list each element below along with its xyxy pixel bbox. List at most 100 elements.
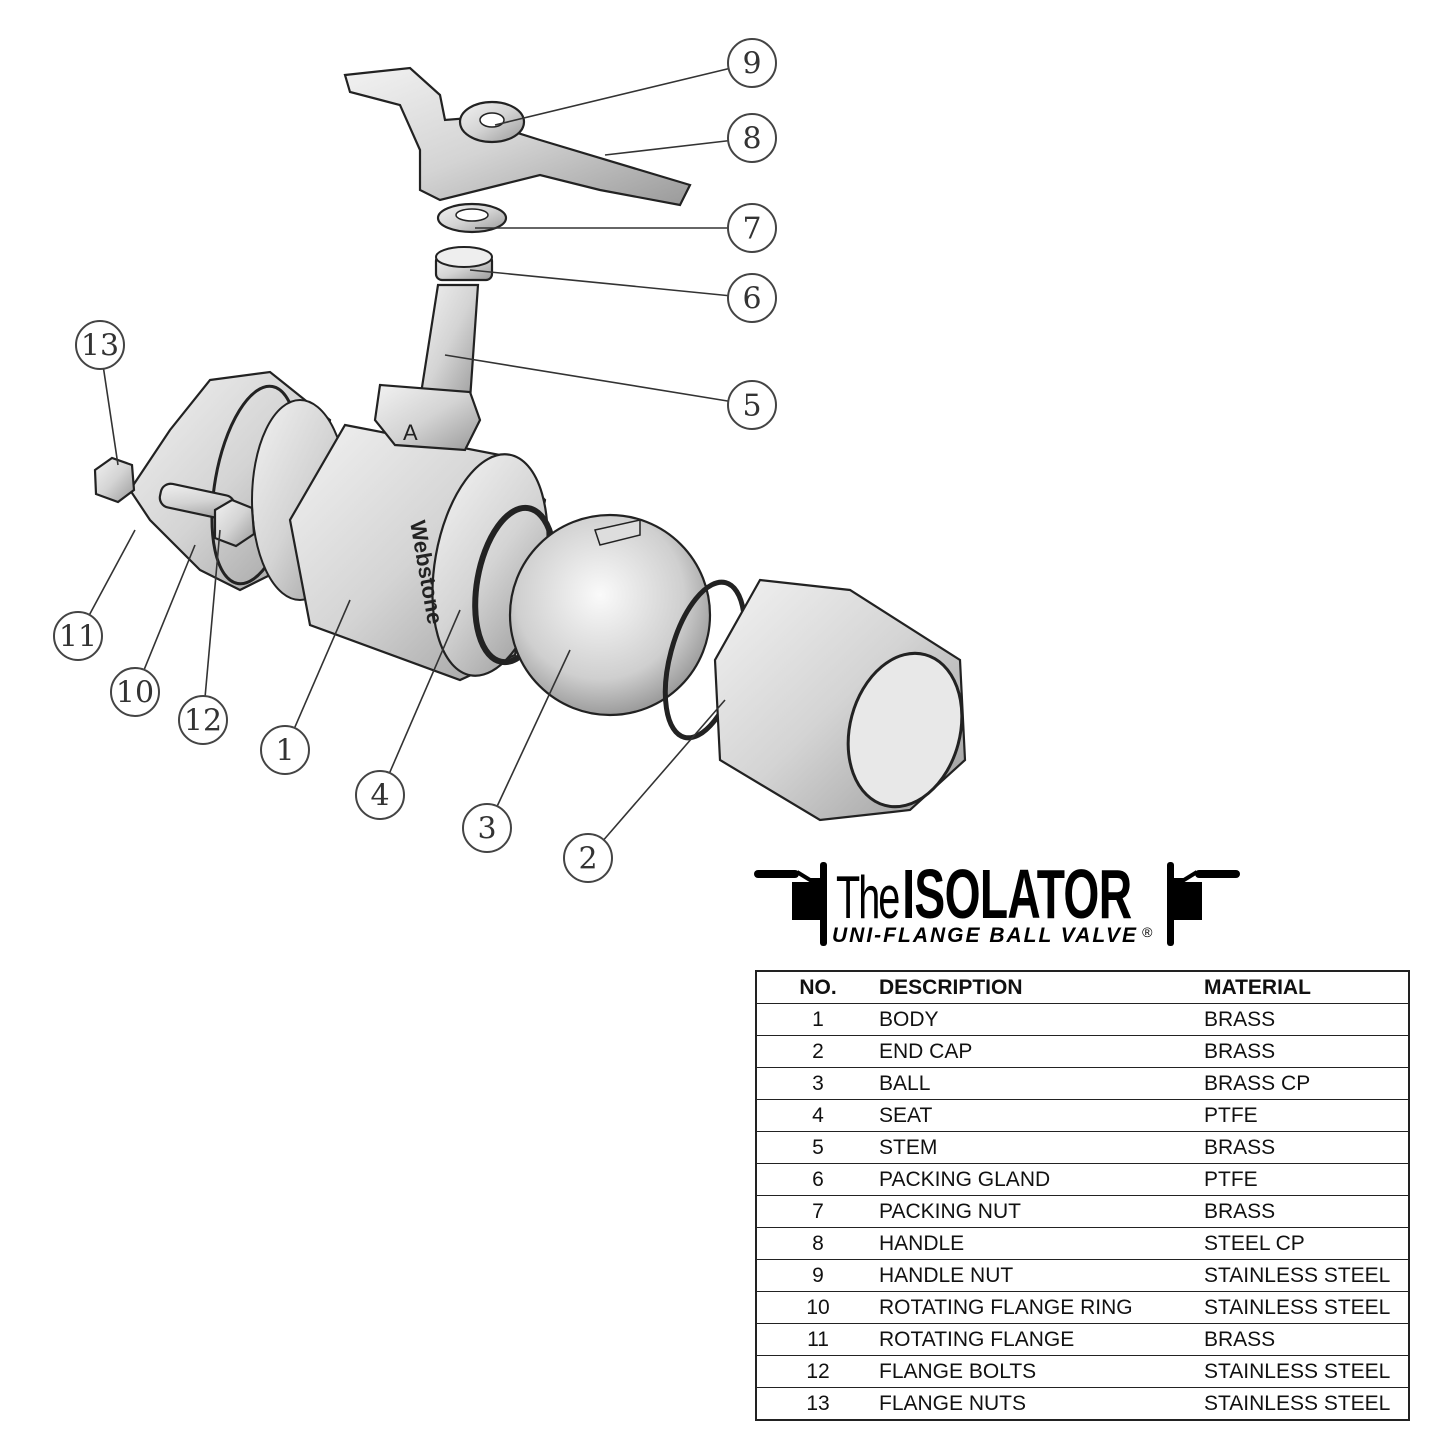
callout-11: 11 [53, 611, 103, 661]
cell-description: SEAT [879, 1099, 1204, 1132]
callout-circle [53, 611, 103, 661]
cell-material: BRASS [1204, 1195, 1409, 1228]
callout-circle [178, 695, 228, 745]
cell-material: STAINLESS STEEL [1204, 1259, 1409, 1292]
flange-bolt-head [213, 498, 256, 548]
callout-leader-line [603, 699, 726, 841]
callout-12: 12 [178, 695, 228, 745]
logo-title: ISOLATOR [902, 855, 1132, 933]
cell-material: STAINLESS STEEL [1204, 1355, 1409, 1388]
cell-no: 7 [756, 1195, 879, 1228]
callout-6: 6 [727, 273, 777, 323]
cell-description: HANDLE NUT [879, 1259, 1204, 1292]
cell-no: 6 [756, 1163, 879, 1196]
end-cap-opening [846, 651, 964, 809]
cell-description: FLANGE BOLTS [879, 1355, 1204, 1388]
packing-nut-hole [455, 208, 489, 222]
callout-leader-line [293, 599, 351, 729]
callout-number: 10 [116, 676, 154, 711]
cell-no: 5 [756, 1131, 879, 1164]
cell-no: 1 [756, 1003, 879, 1036]
callout-number: 2 [578, 842, 597, 877]
callout-5: 5 [727, 380, 777, 430]
cell-material: BRASS CP [1204, 1067, 1409, 1100]
logo-subtitle: UNI-FLANGE BALL VALVE [832, 924, 1139, 947]
callout-number: 3 [477, 812, 496, 847]
cell-no: 10 [756, 1291, 879, 1324]
logo-the: The [836, 864, 900, 931]
callout-10: 10 [110, 667, 160, 717]
stem-boss-letter: A [403, 420, 418, 445]
callout-circle [260, 725, 310, 775]
logo-title-row: The ISOLATOR [836, 854, 1132, 934]
callout-number: 11 [59, 620, 97, 655]
callout-leader-line [494, 67, 729, 126]
header-no: NO. [756, 971, 879, 1004]
cell-description: PACKING GLAND [879, 1163, 1204, 1196]
cell-material: BRASS [1204, 1323, 1409, 1356]
cell-no: 2 [756, 1035, 879, 1068]
callout-number: 13 [81, 329, 119, 364]
callout-9: 9 [727, 38, 777, 88]
ball [508, 513, 712, 717]
callout-13: 13 [75, 320, 125, 370]
table-header-row: NO. DESCRIPTION MATERIAL [756, 971, 1409, 1004]
callout-8: 8 [727, 113, 777, 163]
cell-material: BRASS [1204, 1131, 1409, 1164]
cell-description: END CAP [879, 1035, 1204, 1068]
header-description: DESCRIPTION [879, 971, 1204, 1004]
handle-nut-hole [479, 112, 505, 128]
cell-no: 4 [756, 1099, 879, 1132]
callout-circle [110, 667, 160, 717]
cell-material: STEEL CP [1204, 1227, 1409, 1260]
callout-circle [355, 770, 405, 820]
cell-description: ROTATING FLANGE [879, 1323, 1204, 1356]
stem [418, 283, 480, 402]
callout-circle [727, 113, 777, 163]
callout-number: 12 [184, 704, 222, 739]
handle [343, 66, 692, 207]
callout-leaders [88, 67, 729, 841]
packing-gland-top [435, 246, 493, 268]
callout-leader-line [388, 609, 461, 774]
valve-handle-logo-icon [754, 862, 1240, 946]
callout-number: 6 [742, 282, 761, 317]
cell-description: STEM [879, 1131, 1204, 1164]
callout-leader-line [469, 269, 729, 297]
callout-circle [727, 380, 777, 430]
cell-description: BALL [879, 1067, 1204, 1100]
registered-mark: ® [1142, 924, 1153, 940]
callout-1: 1 [260, 725, 310, 775]
callout-number: 8 [742, 122, 761, 157]
cell-material: PTFE [1204, 1099, 1409, 1132]
flange-nut [93, 456, 136, 504]
callout-leader-line [88, 529, 136, 616]
callout-leader-line [496, 649, 571, 807]
cell-material: PTFE [1204, 1163, 1409, 1196]
callout-7: 7 [727, 203, 777, 253]
cell-description: PACKING NUT [879, 1195, 1204, 1228]
callout-circle [462, 803, 512, 853]
isolator-logo: The ISOLATOR UNI-FLANGE BALL VALVE ® [752, 855, 1242, 950]
callout-number: 4 [370, 779, 389, 814]
callout-number: 5 [742, 389, 761, 424]
cell-no: 11 [756, 1323, 879, 1356]
cell-description: FLANGE NUTS [879, 1387, 1204, 1421]
callout-leader-line [143, 544, 196, 671]
cell-no: 3 [756, 1067, 879, 1100]
cell-description: ROTATING FLANGE RING [879, 1291, 1204, 1324]
callout-4: 4 [355, 770, 405, 820]
callout-circle [563, 833, 613, 883]
callout-leader-line [604, 139, 729, 156]
